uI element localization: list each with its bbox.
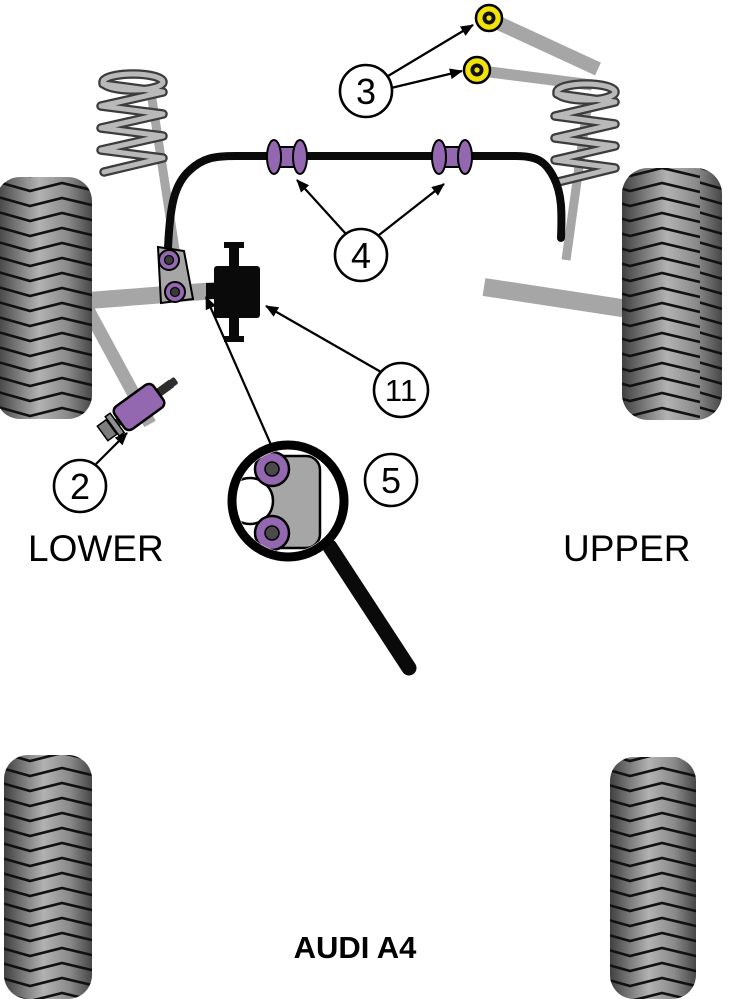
magnifier	[204, 296, 417, 676]
lower-arm-bracket	[156, 245, 195, 305]
label-lower: LOWER	[28, 528, 164, 569]
callout-5-circle[interactable]	[363, 452, 419, 508]
right-upper-arm-front	[491, 14, 601, 76]
label-model: AUDI A4	[294, 930, 418, 965]
callout-3[interactable]: 3	[338, 63, 394, 119]
left-coil-spring	[96, 69, 168, 177]
callout-arrows	[95, 24, 474, 465]
callout-4-circle[interactable]	[333, 227, 389, 283]
front-bush-cylinder	[112, 382, 166, 432]
lower-arm-front-bush-assembly	[96, 377, 178, 442]
arrow-11-to-mount	[265, 305, 382, 373]
callout-3-circle[interactable]	[338, 63, 394, 119]
left-lower-arm	[69, 281, 223, 311]
upper-arm-bush-front	[474, 3, 504, 33]
callout-11[interactable]: 11	[372, 361, 430, 419]
engine-mount	[206, 242, 260, 342]
arrow-4-to-right-bush	[378, 183, 445, 236]
bracket-bush-top	[158, 249, 180, 271]
callout-4[interactable]: 4	[333, 227, 389, 283]
anti-roll-bar-bush-right	[431, 139, 473, 175]
callout-2-number: 2	[70, 466, 90, 507]
bush-bolt-thread	[155, 379, 175, 397]
arrow-3-to-front-bush	[387, 24, 474, 77]
callout-11-circle[interactable]	[372, 361, 430, 419]
bush-bolt-head	[96, 418, 118, 442]
arrow-4-to-left-bush	[296, 179, 347, 235]
tire-rear-right	[610, 757, 696, 999]
arrow-magnifier-to-bracket	[204, 296, 274, 448]
magnifier-handle	[322, 539, 417, 676]
right-lower-arm	[482, 278, 650, 321]
arrow-2-to-bush	[95, 432, 128, 465]
upper-arm-bush-rear	[462, 55, 492, 85]
detail-bracket-notch	[237, 476, 275, 526]
tire-rear-left	[4, 755, 92, 999]
callout-2[interactable]: 2	[52, 458, 108, 514]
tire-front-left	[0, 177, 92, 419]
callout-11-number: 11	[385, 373, 417, 408]
detail-bush-bottom	[253, 514, 291, 552]
callout-2-circle[interactable]	[52, 458, 108, 514]
callout-5-number: 5	[381, 460, 401, 501]
bracket-bush-bottom	[164, 281, 186, 303]
tire-front-right	[622, 168, 722, 420]
callout-4-number: 4	[351, 235, 371, 276]
anti-roll-bar-bush-left	[266, 139, 308, 175]
label-upper: UPPER	[563, 528, 690, 569]
anti-roll-bar	[164, 152, 566, 252]
callout-3-number: 3	[356, 71, 376, 112]
arrow-3-to-rear-bush	[390, 68, 463, 90]
right-coil-spring	[550, 79, 620, 187]
callout-5[interactable]: 5	[363, 452, 419, 508]
